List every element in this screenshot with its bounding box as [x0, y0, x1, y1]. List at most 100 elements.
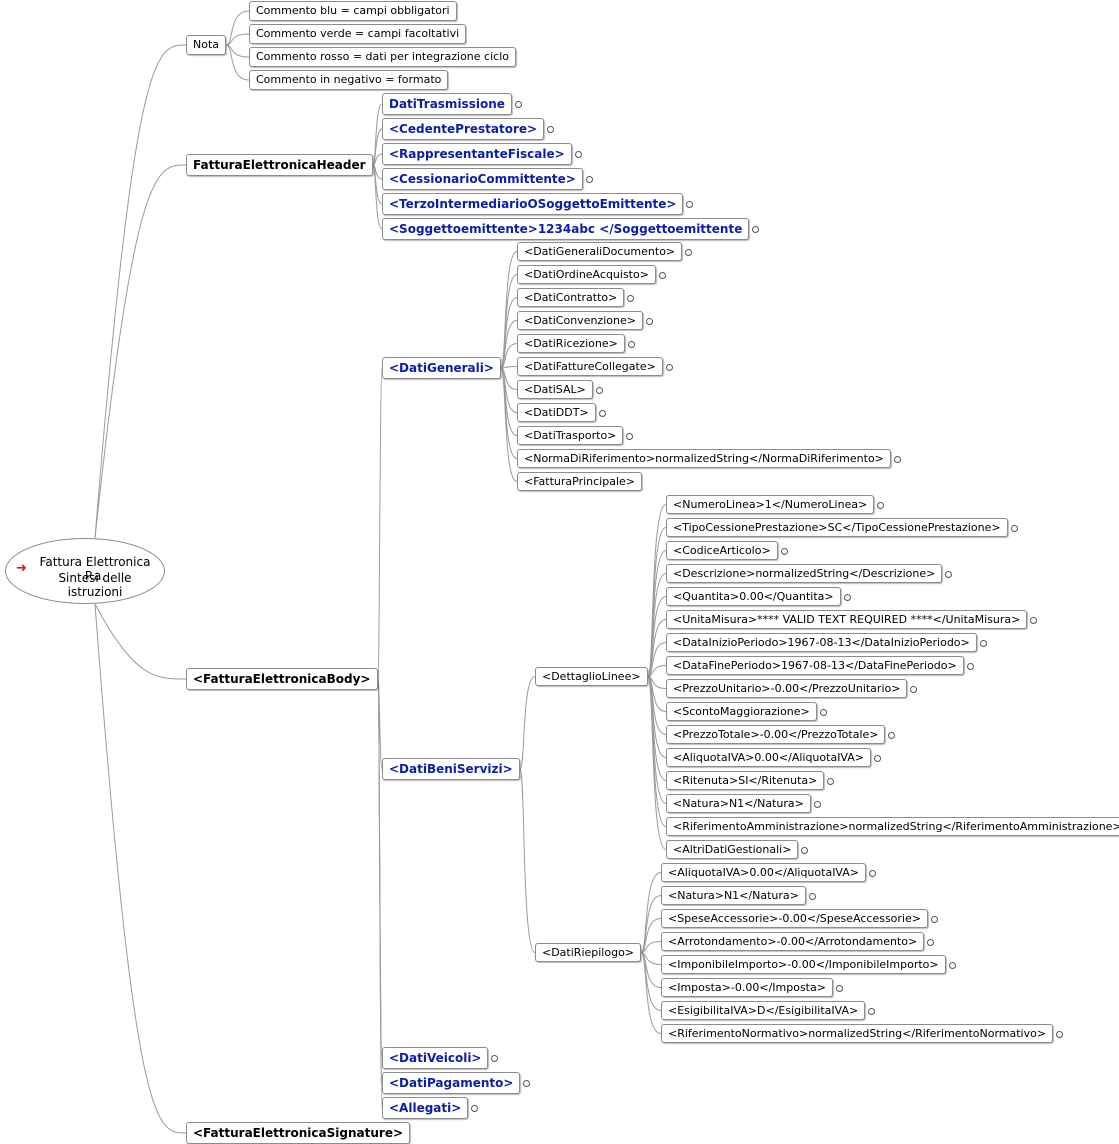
expand-toggle-icon[interactable] [827, 777, 834, 785]
expand-toggle-icon[interactable] [801, 846, 808, 854]
dettaglio-linee-child-2[interactable]: <TipoCessionePrestazione>SC</TipoCession… [666, 518, 1008, 537]
node-dati-riepilogo[interactable]: <DatiRiepilogo> [535, 943, 642, 962]
expand-toggle-icon[interactable] [575, 151, 582, 158]
expand-toggle-icon[interactable] [814, 800, 821, 808]
expand-toggle-icon[interactable] [626, 432, 633, 440]
dettaglio-linee-child-10[interactable]: <ScontoMaggiorazione> [666, 702, 817, 721]
expand-toggle-icon[interactable] [515, 101, 522, 108]
expand-toggle-icon[interactable] [685, 248, 692, 256]
dati-riepilogo-child-3[interactable]: <SpeseAccessorie>-0.00</SpeseAccessorie> [661, 909, 928, 928]
dati-generali-child-8[interactable]: <DatiDDT> [517, 403, 596, 422]
expand-toggle-icon[interactable] [781, 547, 788, 555]
expand-toggle-icon[interactable] [599, 409, 606, 417]
dettaglio-linee-child-9[interactable]: <PrezzoUnitario>-0.00</PrezzoUnitario> [666, 679, 908, 698]
dati-generali-child-3[interactable]: <DatiContratto> [517, 288, 625, 307]
expand-toggle-icon[interactable] [752, 226, 759, 233]
dati-riepilogo-child-7[interactable]: <EsigibilitaIVA>D</EsigibilitaIVA> [661, 1001, 866, 1020]
dati-generali-child-6[interactable]: <DatiFattureCollegate> [517, 357, 663, 376]
header-child-5[interactable]: <TerzoIntermediarioOSoggettoEmittente> [382, 193, 684, 215]
expand-toggle-icon[interactable] [547, 126, 554, 133]
header-child-4[interactable]: <CessionarioCommittente> [382, 168, 583, 190]
dettaglio-linee-child-14[interactable]: <Natura>N1</Natura> [666, 794, 811, 813]
body-child-dati-pagamento[interactable]: <DatiPagamento> [382, 1072, 521, 1094]
expand-toggle-icon[interactable] [910, 685, 917, 693]
expand-toggle-icon[interactable] [686, 201, 693, 208]
nota-comment-2[interactable]: Commento verde = campi facoltativi [249, 24, 467, 44]
dettaglio-linee-child-3[interactable]: <CodiceArticolo> [666, 541, 778, 560]
nota-comment-1[interactable]: Commento blu = campi obbligatori [249, 1, 457, 21]
dati-generali-child-4[interactable]: <DatiConvenzione> [517, 311, 643, 330]
dati-generali-child-5[interactable]: <DatiRicezione> [517, 334, 625, 353]
dettaglio-linee-child-8[interactable]: <DataFinePeriodo>1967-08-13</DataFinePer… [666, 656, 964, 675]
expand-toggle-icon[interactable] [836, 984, 843, 992]
expand-toggle-icon[interactable] [949, 961, 956, 969]
expand-toggle-icon[interactable] [666, 363, 673, 371]
expand-toggle-icon[interactable] [967, 662, 974, 670]
node-dettaglio-linee[interactable]: <DettaglioLinee> [535, 667, 648, 686]
expand-toggle-icon[interactable] [874, 754, 881, 762]
expand-toggle-icon[interactable] [1011, 524, 1018, 532]
expand-toggle-icon[interactable] [586, 176, 593, 183]
expand-toggle-icon[interactable] [596, 386, 603, 394]
expand-toggle-icon[interactable] [646, 317, 653, 325]
expand-toggle-icon[interactable] [844, 593, 851, 601]
dati-riepilogo-child-4[interactable]: <Arrotondamento>-0.00</Arrotondamento> [661, 932, 925, 951]
expand-toggle-icon[interactable] [927, 938, 934, 946]
expand-toggle-icon[interactable] [1030, 616, 1037, 624]
expand-toggle-icon[interactable] [628, 340, 635, 348]
connector-edge [225, 10, 250, 46]
dati-riepilogo-child-5[interactable]: <ImponibileImporto>-0.00</ImponibileImpo… [661, 955, 946, 974]
expand-toggle-icon[interactable] [809, 892, 816, 900]
node-fattura-header[interactable]: FatturaElettronicaHeader [186, 154, 373, 176]
body-child-allegati[interactable]: <Allegati> [382, 1097, 469, 1119]
expand-toggle-icon[interactable] [888, 731, 895, 739]
expand-toggle-icon[interactable] [820, 708, 827, 716]
node-dati-generali[interactable]: <DatiGenerali> [382, 357, 501, 379]
dettaglio-linee-child-11[interactable]: <PrezzoTotale>-0.00</PrezzoTotale> [666, 725, 886, 744]
dati-generali-child-1[interactable]: <DatiGeneraliDocumento> [517, 242, 683, 261]
expand-toggle-icon[interactable] [980, 639, 987, 647]
nota-comment-4[interactable]: Commento in negativo = formato [249, 70, 449, 90]
header-child-3[interactable]: <RappresentanteFiscale> [382, 143, 572, 165]
header-child-6[interactable]: <Soggettoemittente>1234abc </Soggettoemi… [382, 218, 750, 240]
body-child-dati-veicoli[interactable]: <DatiVeicoli> [382, 1047, 489, 1069]
dati-generali-child-10[interactable]: <NormaDiRiferimento>normalizedString</No… [517, 449, 891, 468]
dettaglio-linee-child-13[interactable]: <Ritenuta>SI</Ritenuta> [666, 771, 825, 790]
dati-riepilogo-child-2[interactable]: <Natura>N1</Natura> [661, 886, 806, 905]
dati-riepilogo-child-1[interactable]: <AliquotaIVA>0.00</AliquotaIVA> [661, 863, 866, 882]
expand-toggle-icon[interactable] [894, 455, 901, 463]
nota-comment-3[interactable]: Commento rosso = dati per integrazione c… [249, 47, 516, 67]
node-dati-beni-servizi[interactable]: <DatiBeniServizi> [382, 758, 520, 780]
header-child-2[interactable]: <CedentePrestatore> [382, 118, 545, 140]
dati-generali-child-2[interactable]: <DatiOrdineAcquisto> [517, 265, 656, 284]
dettaglio-linee-child-6[interactable]: <UnitaMisura>**** VALID TEXT REQUIRED **… [666, 610, 1028, 629]
node-fattura-signature[interactable]: <FatturaElettronicaSignature> [186, 1122, 411, 1144]
dettaglio-linee-child-7[interactable]: <DataInizioPeriodo>1967-08-13</DataInizi… [666, 633, 977, 652]
dati-generali-child-9[interactable]: <DatiTrasporto> [517, 426, 624, 445]
dettaglio-linee-child-1[interactable]: <NumeroLinea>1</NumeroLinea> [666, 495, 875, 514]
dati-generali-child-11[interactable]: <FatturaPrincipale> [517, 472, 642, 491]
root-node[interactable]: ➜ Fattura Elettronica P.a. Sintesi delle… [5, 538, 165, 604]
expand-toggle-icon[interactable] [868, 1007, 875, 1015]
dati-generali-child-7[interactable]: <DatiSAL> [517, 380, 593, 399]
dettaglio-linee-child-12[interactable]: <AliquotaIVA>0.00</AliquotaIVA> [666, 748, 871, 767]
dettaglio-linee-child-16[interactable]: <AltriDatiGestionali> [666, 840, 799, 859]
dati-riepilogo-child-6[interactable]: <Imposta>-0.00</Imposta> [661, 978, 833, 997]
dettaglio-linee-child-5[interactable]: <Quantita>0.00</Quantita> [666, 587, 841, 606]
expand-toggle-icon[interactable] [471, 1105, 478, 1112]
node-fattura-body[interactable]: <FatturaElettronicaBody> [186, 668, 378, 690]
expand-toggle-icon[interactable] [627, 294, 634, 302]
expand-toggle-icon[interactable] [1056, 1030, 1063, 1038]
header-child-1[interactable]: DatiTrasmissione [382, 93, 512, 115]
dettaglio-linee-child-4[interactable]: <Descrizione>normalizedString</Descrizio… [666, 564, 943, 583]
expand-toggle-icon[interactable] [945, 570, 952, 578]
node-nota[interactable]: Nota [186, 35, 227, 55]
expand-toggle-icon[interactable] [931, 915, 938, 923]
expand-toggle-icon[interactable] [877, 501, 884, 509]
dettaglio-linee-child-15[interactable]: <RiferimentoAmministrazione>normalizedSt… [666, 817, 1119, 836]
expand-toggle-icon[interactable] [491, 1055, 498, 1062]
dati-riepilogo-child-8[interactable]: <RiferimentoNormativo>normalizedString</… [661, 1024, 1054, 1043]
expand-toggle-icon[interactable] [523, 1080, 530, 1087]
expand-toggle-icon[interactable] [869, 869, 876, 877]
expand-toggle-icon[interactable] [659, 271, 666, 279]
